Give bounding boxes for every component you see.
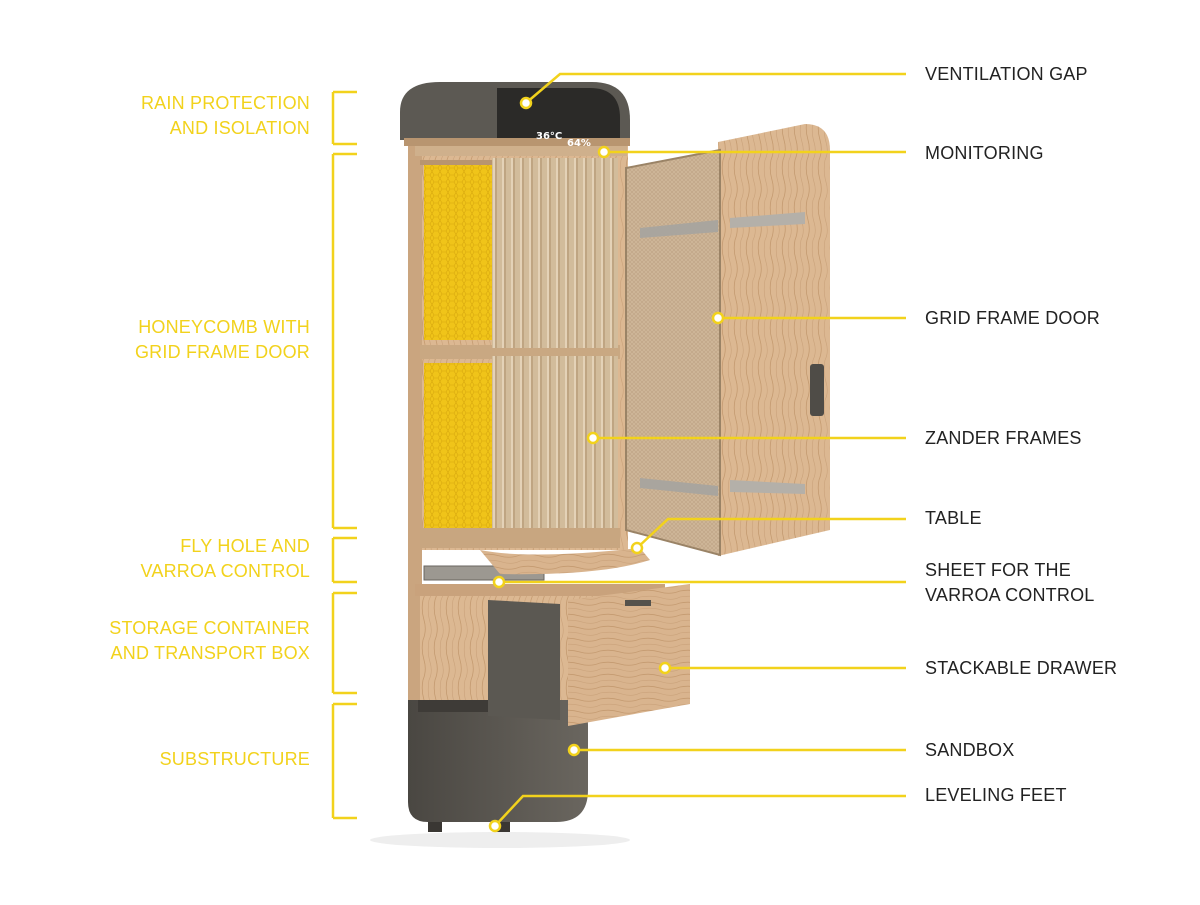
label-zander-frames: ZANDER FRAMES [925, 428, 1082, 448]
dot-monitoring [597, 145, 611, 159]
open-door [625, 124, 830, 557]
temperature-readout: 36°C [536, 131, 563, 142]
roof [400, 82, 630, 156]
honeycomb-upper [424, 165, 492, 340]
dot-sheet [492, 575, 506, 589]
bracket-honeycomb [331, 152, 357, 530]
label-grid-frame-door: GRID FRAME DOOR [925, 308, 1101, 328]
stackable-drawer-shape [488, 584, 690, 726]
substructure-body [370, 684, 630, 848]
bracket-fly-hole [331, 536, 357, 584]
zander-frames-upper [492, 158, 618, 348]
label-ventilation-gap: VENTILATION GAP [925, 64, 1088, 84]
label-storage: STORAGE CONTAINER AND TRANSPORT BOX [109, 618, 310, 663]
dot-leveling-feet [488, 819, 502, 833]
left-brackets [331, 90, 357, 820]
leveling-foot-right [496, 822, 510, 832]
dot-zander-frames [586, 431, 600, 445]
label-fly-hole: FLY HOLE AND VARROA CONTROL [140, 536, 310, 581]
dot-ventilation-gap [519, 96, 533, 110]
label-leveling-feet: LEVELING FEET [925, 785, 1067, 805]
label-stackable-drawer: STACKABLE DRAWER [925, 658, 1118, 678]
label-table: TABLE [925, 508, 982, 528]
label-sheet-varroa: SHEET FOR THE VARROA CONTROL [925, 560, 1095, 605]
callout-line-ventilation-gap [525, 72, 906, 104]
label-honeycomb: HONEYCOMB WITH GRID FRAME DOOR [134, 317, 310, 362]
bracket-substructure [331, 702, 357, 820]
dot-stackable-drawer [658, 661, 672, 675]
bracket-rain-protection [331, 90, 357, 146]
callout-line-table [636, 517, 906, 549]
bracket-storage [331, 591, 357, 695]
zander-frames-lower [492, 356, 618, 536]
humidity-readout: 64% [567, 138, 591, 149]
label-substructure: SUBSTRUCTURE [159, 749, 310, 769]
label-sandbox: SANDBOX [925, 740, 1015, 760]
honeycomb-lower [424, 363, 492, 528]
callout-line-leveling-feet [494, 794, 906, 827]
door-handle [810, 364, 824, 416]
dot-sandbox [567, 743, 581, 757]
label-monitoring: MONITORING [925, 143, 1044, 163]
dot-table [630, 541, 644, 555]
fly-board [480, 548, 650, 575]
callouts [494, 72, 906, 827]
label-rain-protection: RAIN PROTECTION AND ISOLATION [140, 93, 310, 138]
dot-grid-frame-door [711, 311, 725, 325]
leveling-foot-left [428, 822, 442, 832]
callout-dots [488, 96, 725, 833]
